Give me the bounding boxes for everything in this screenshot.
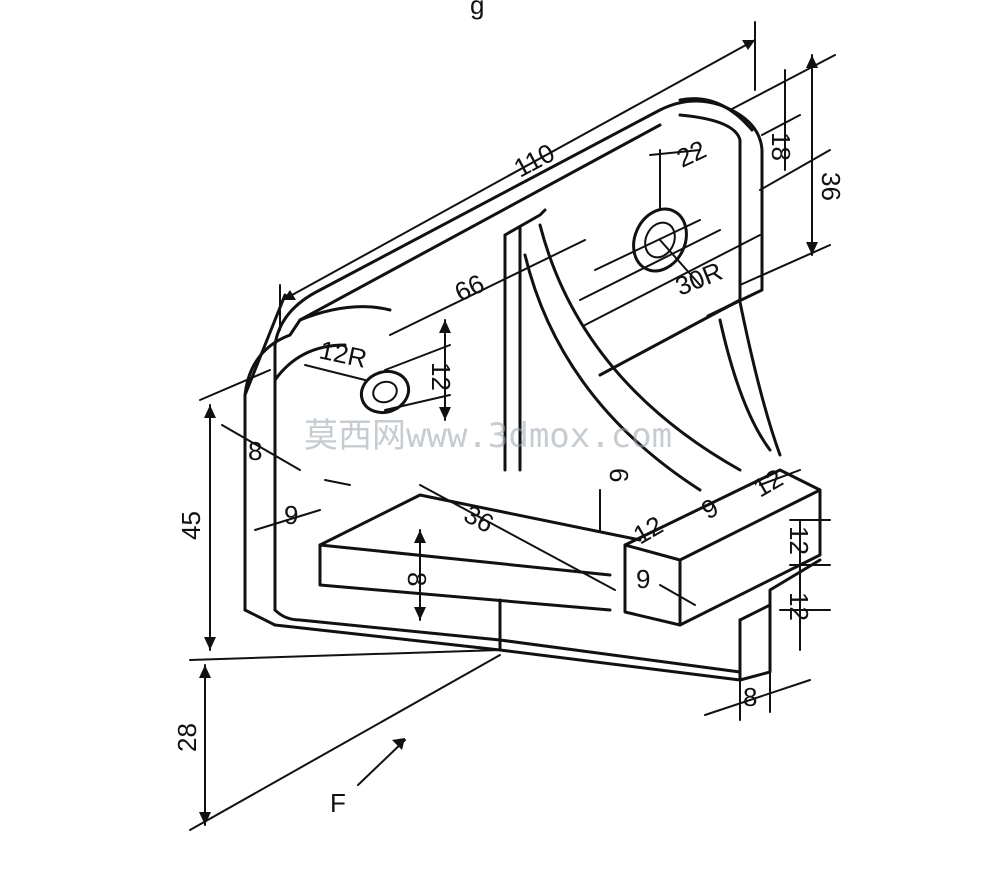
- dim-foot-width: 8: [743, 682, 757, 712]
- dim-block-right: 9: [636, 564, 650, 594]
- dim-small-hole: 12: [426, 362, 456, 391]
- bracket-outline: [243, 97, 822, 682]
- dim-mid-length: 66: [450, 268, 489, 307]
- dim-left-thickness: 8: [248, 436, 262, 466]
- caption-fragment: g: [470, 0, 484, 20]
- watermark: 莫西网www.3dmox.com: [304, 416, 672, 456]
- dimension-lines: [189, 21, 836, 831]
- dim-block-height: 12: [784, 526, 814, 555]
- dim-top-height: 36: [816, 172, 846, 201]
- arrowheads: [199, 40, 818, 825]
- dim-hole-large-dia: 22: [672, 134, 711, 173]
- dim-base-thickness: 8: [402, 572, 432, 586]
- dim-rib-thickness: 6: [604, 468, 634, 482]
- dim-block-width-a: 12: [628, 510, 668, 550]
- dim-left-height: 45: [176, 511, 206, 540]
- dim-base-height: 28: [172, 723, 202, 752]
- dim-block-width-b: 12: [748, 463, 788, 503]
- dim-overall-length: 110: [509, 137, 560, 183]
- dim-small-radius: 12R: [317, 335, 370, 374]
- view-direction-label: F: [330, 788, 346, 818]
- dim-foot-height: 12: [784, 592, 814, 621]
- dim-inner-left: 9: [284, 500, 298, 530]
- dim-top-offset: 18: [766, 132, 796, 161]
